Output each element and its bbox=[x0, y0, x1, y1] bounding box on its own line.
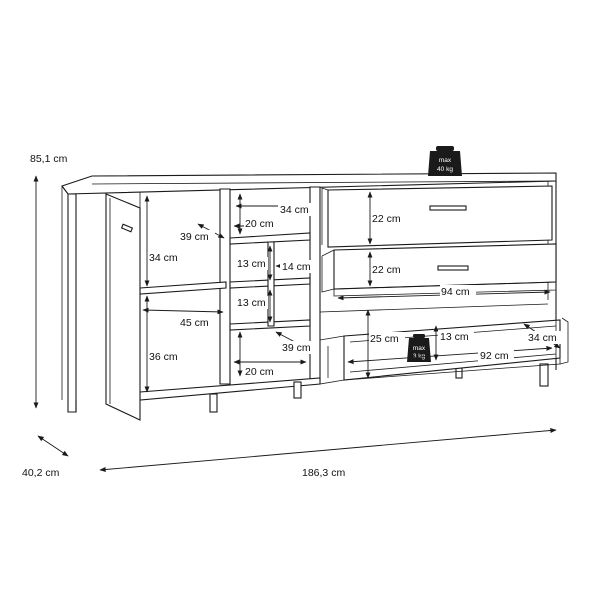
left-lower-height-label: 36 cm bbox=[149, 351, 178, 363]
middle-drawer-height-label: 22 cm bbox=[372, 264, 401, 276]
depth-dimension-line bbox=[37, 435, 69, 457]
left-upper-height-label: 34 cm bbox=[149, 252, 178, 264]
left-side-panel bbox=[67, 193, 77, 413]
bottom-drawer-inner-height-label: 13 cm bbox=[440, 331, 469, 343]
drawer-top-handle bbox=[429, 205, 467, 211]
leg bbox=[455, 367, 463, 379]
weight-top-icon: max 40 kg bbox=[428, 146, 462, 176]
weight-top-value: 40 kg bbox=[437, 166, 453, 173]
width-dimension-line bbox=[99, 427, 557, 473]
middle-shelf-1 bbox=[229, 232, 311, 245]
middle-cube-width-label: 14 cm bbox=[282, 261, 311, 273]
leg bbox=[539, 363, 549, 387]
left-compartment-dimensions: 34 cm 39 cm 45 cm 36 cm bbox=[142, 195, 225, 393]
left-shelf bbox=[139, 281, 227, 295]
drawer-top bbox=[321, 185, 553, 248]
bottom-drawer-height-label: 25 cm bbox=[370, 333, 399, 345]
leg bbox=[293, 381, 302, 399]
middle-cube-2-label: 13 cm bbox=[237, 297, 266, 309]
middle-divider bbox=[267, 241, 275, 327]
door-handle bbox=[120, 223, 134, 233]
bottom-drawer-inner-width-label: 92 cm bbox=[480, 350, 509, 362]
middle-compartment-dimensions: 34 cm 20 cm 13 cm 14 cm 13 cm 39 cm 20 c… bbox=[233, 193, 314, 378]
overall-height-label: 85,1 cm bbox=[30, 153, 68, 165]
overall-dimensions: 85,1 cm 40,2 cm 186,3 cm bbox=[22, 153, 557, 479]
weight-drawer-label: max bbox=[413, 345, 426, 352]
middle-top-height-label: 34 cm bbox=[280, 204, 309, 216]
middle-top-width-label: 20 cm bbox=[245, 218, 274, 230]
top-drawer-height-label: 22 cm bbox=[372, 213, 401, 225]
weight-top-label: max bbox=[439, 157, 452, 164]
door-panel bbox=[105, 193, 141, 421]
overall-depth-label: 40,2 cm bbox=[22, 467, 60, 479]
left-shelf-width-label: 45 cm bbox=[180, 317, 209, 329]
bottom-drawer-depth-label: 34 cm bbox=[528, 332, 557, 344]
middle-cube-1-label: 13 cm bbox=[237, 258, 266, 270]
drawer-dimensions: 22 cm 22 cm 94 cm 25 cm 13 cm 34 cm 92 c… bbox=[337, 191, 562, 379]
middle-depth-label: 39 cm bbox=[282, 342, 311, 354]
left-door-depth-label: 39 cm bbox=[180, 231, 209, 243]
drawer-width-label: 94 cm bbox=[441, 286, 470, 298]
drawer-middle-handle bbox=[437, 265, 469, 271]
open-door bbox=[105, 193, 141, 421]
leg bbox=[209, 393, 218, 413]
overall-width-label: 186,3 cm bbox=[302, 467, 345, 479]
drawer-middle bbox=[321, 243, 557, 297]
cabinet-body bbox=[61, 172, 557, 413]
middle-bottom-width-label: 20 cm bbox=[245, 366, 274, 378]
